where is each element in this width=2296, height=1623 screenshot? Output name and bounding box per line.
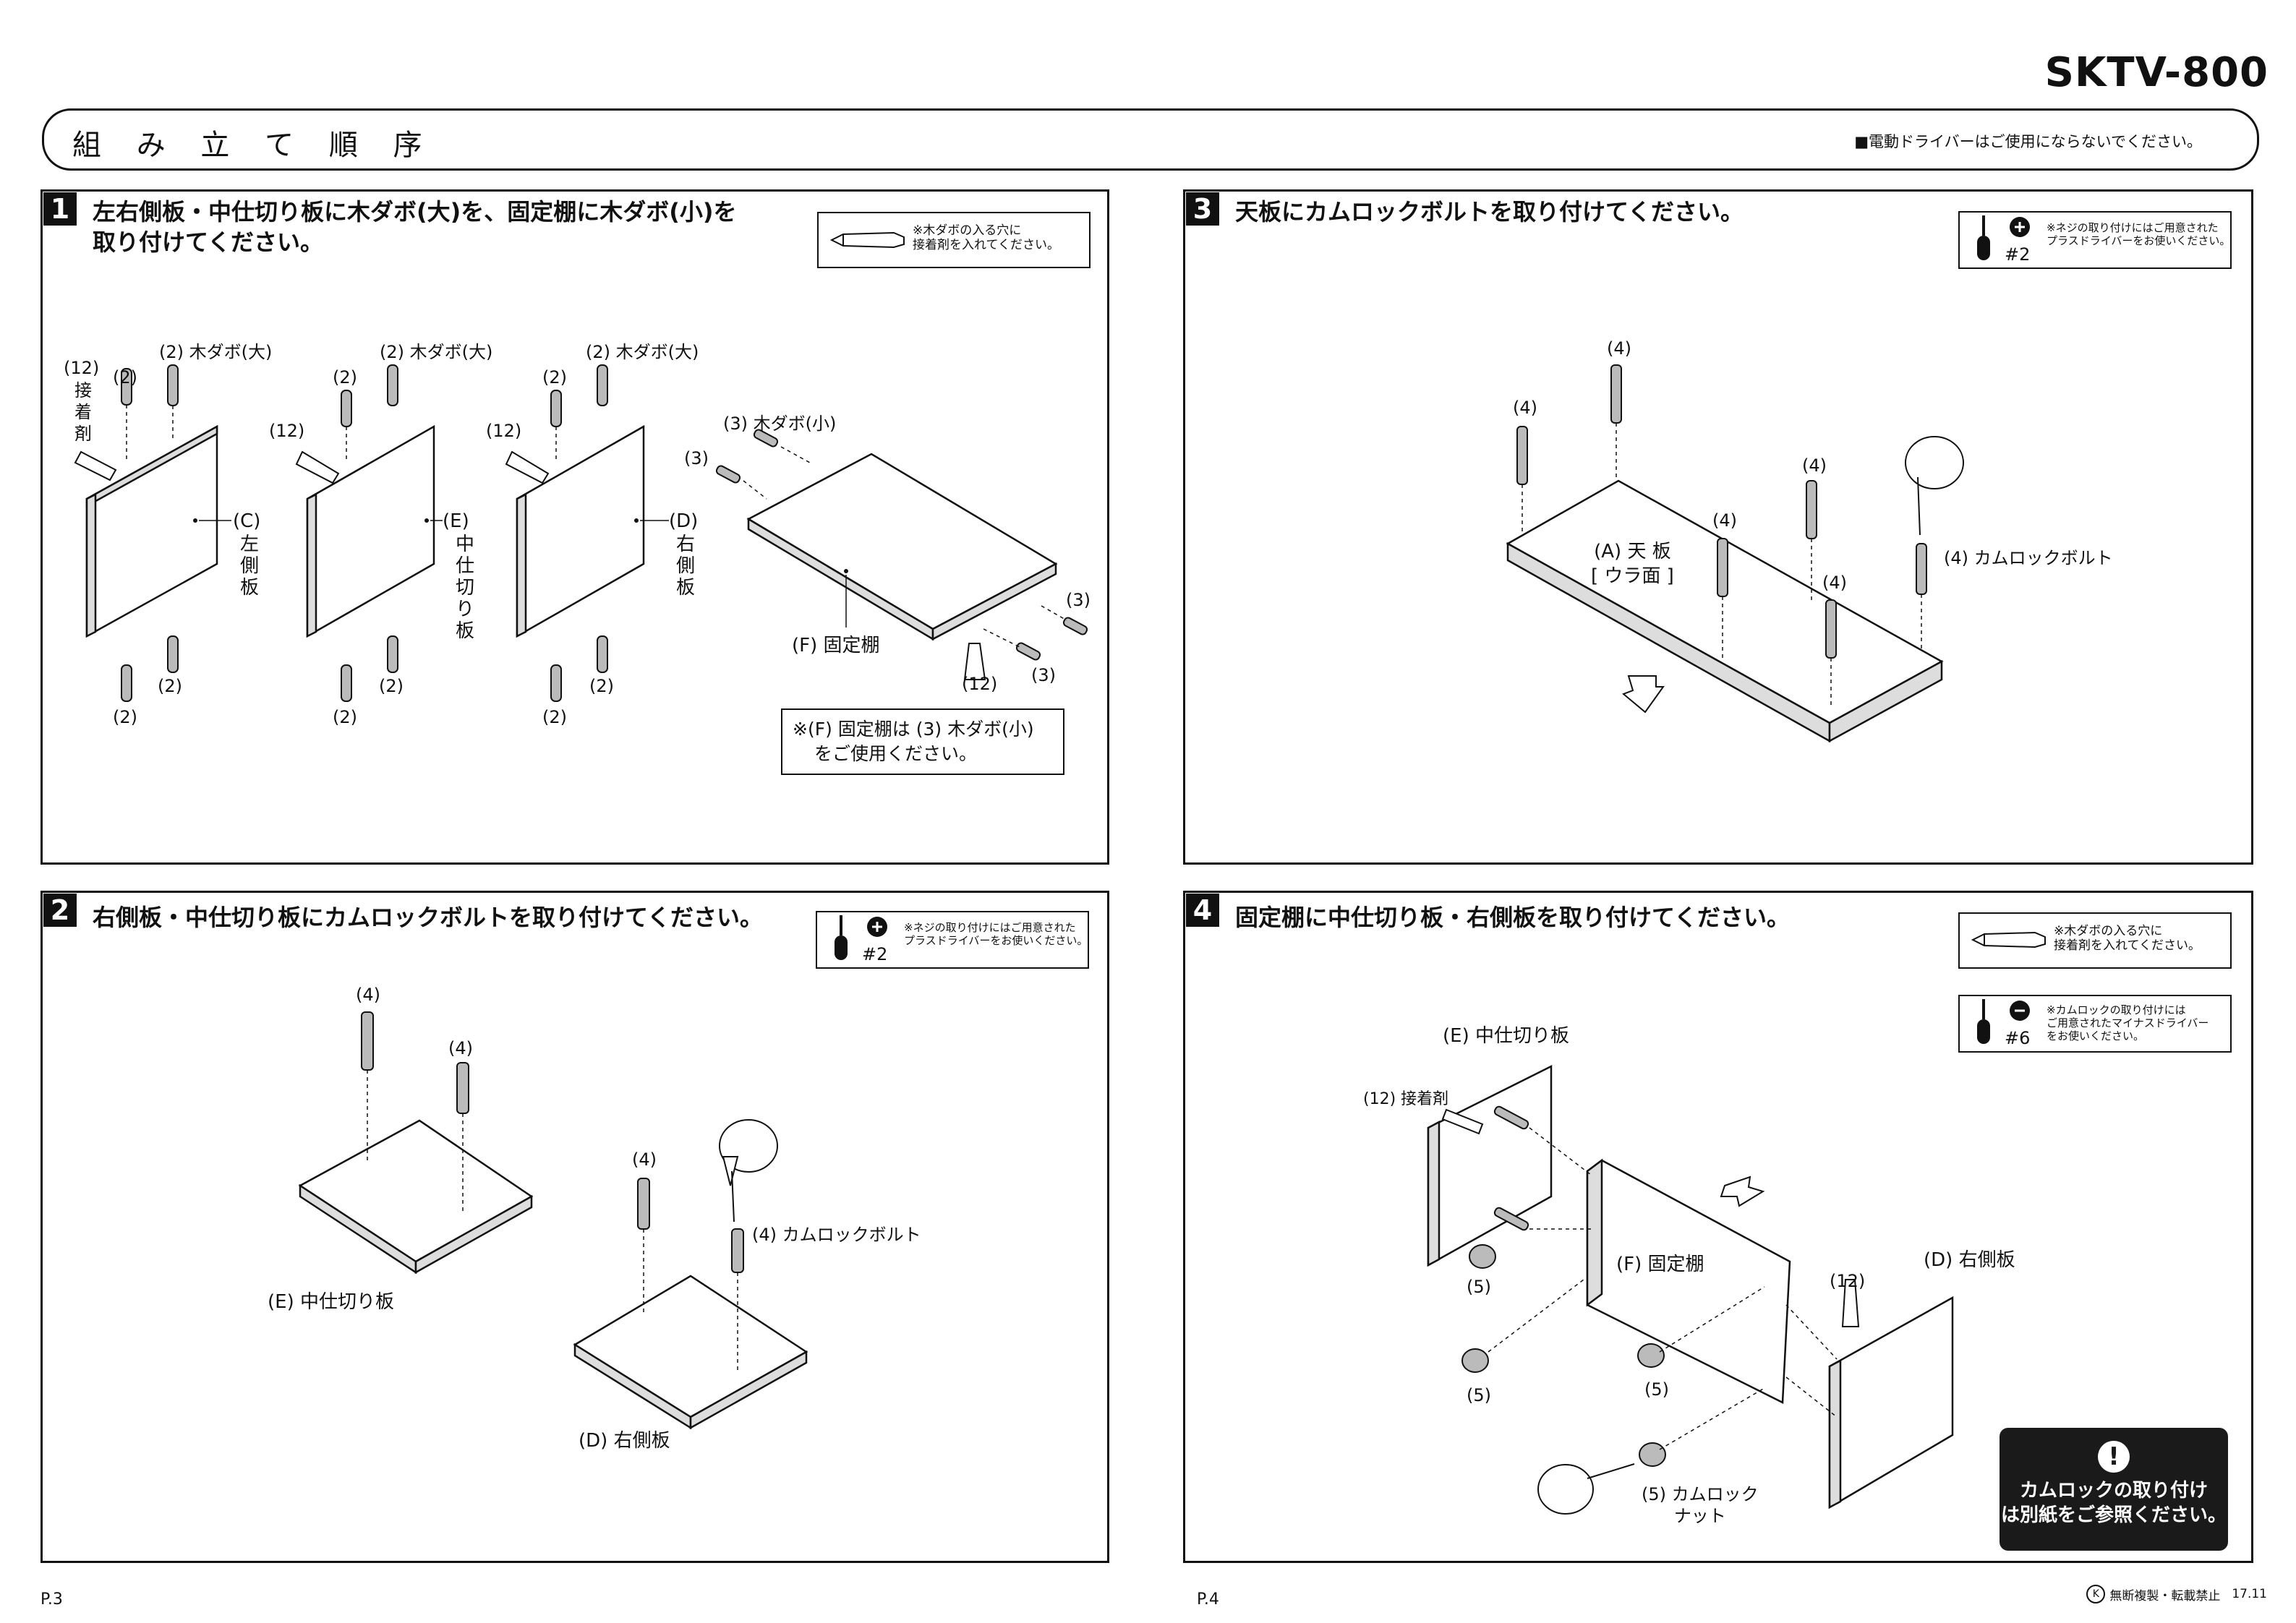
dowel-small-ref-label: (3) bbox=[1031, 665, 1056, 685]
step-3-number: 3 bbox=[1186, 192, 1219, 226]
step-2-title: 右側板・中仕切り板にカムロックボルトを取り付けてください。 bbox=[93, 904, 764, 931]
panel-d-name: 右側板 bbox=[675, 534, 695, 599]
step-4-number: 4 bbox=[1186, 894, 1219, 927]
top-board-label: (A) 天 板[ ウラ面 ] bbox=[1591, 541, 1674, 587]
cam-nut-ref-label: (5) bbox=[1467, 1277, 1491, 1297]
page-number-left: P.3 bbox=[40, 1590, 63, 1609]
bolt-ref-label: (4) bbox=[1513, 398, 1537, 418]
dowel-ref-label: (2) bbox=[542, 707, 567, 727]
screw-driver-note: ※ネジの取り付けにはご用意された プラスドライバーをお使いください。 bbox=[816, 911, 1089, 969]
dowel-small-label: (3) 木ダボ(小) bbox=[723, 414, 837, 434]
small-dowel-callout: ※(F) 固定棚は (3) 木ダボ(小)をご使用ください。 bbox=[781, 708, 1064, 775]
cam-bolt-label: (4) カムロックボルト bbox=[752, 1225, 921, 1245]
bolt-ref-label: (4) bbox=[448, 1038, 473, 1058]
dowel-ref-label: (2) bbox=[113, 707, 137, 727]
cam-nut-ref-label: (5) bbox=[1467, 1385, 1491, 1405]
power-driver-warning: ■電動ドライバーはご使用にならないでください。 bbox=[1854, 133, 2202, 150]
panel-e-label: (E) bbox=[443, 510, 469, 532]
panel-e-label: (E) 中仕切り板 bbox=[1443, 1025, 1569, 1047]
plus-driver-icon bbox=[1977, 215, 2030, 260]
bolt-ref-label: (4) bbox=[632, 1149, 657, 1170]
driver-size-label: #2 bbox=[2005, 244, 2031, 265]
step-1-title: 左右側板・中仕切り板に木ダボ(大)を、固定棚に木ダボ(小)を取り付けてください。 bbox=[93, 198, 737, 256]
bolt-ref-label: (4) bbox=[1607, 338, 1631, 359]
cam-bolt-label: (4) カムロックボルト bbox=[1944, 548, 2113, 568]
cam-driver-note: ※カムロックの取り付けには ご用意されたマイナスドライバー をお使いください。 bbox=[1958, 995, 2232, 1053]
step-3-panel bbox=[1183, 189, 2253, 865]
dowel-ref-label: (2) bbox=[542, 367, 567, 387]
plus-driver-icon bbox=[835, 915, 887, 960]
step-1-panel bbox=[40, 189, 1109, 865]
shelf-f-label: (F) 固定棚 bbox=[792, 635, 880, 656]
exclamation-icon: ! bbox=[2098, 1441, 2130, 1473]
step-4-panel bbox=[1183, 891, 2253, 1563]
dowel-big-label: (2) 木ダボ(大) bbox=[159, 342, 273, 362]
glue-tube-icon bbox=[1971, 931, 2046, 948]
panel-c-label: (C) bbox=[233, 510, 261, 532]
shelf-f-label: (F) 固定棚 bbox=[1616, 1254, 1704, 1275]
bolt-ref-label: (4) bbox=[356, 985, 380, 1005]
glue-ref-label: (12) bbox=[269, 421, 305, 441]
glue-ref-label: (12) bbox=[486, 421, 522, 441]
cam-nut-ref-label: (5) bbox=[1644, 1379, 1669, 1400]
page-number-right: P.4 bbox=[1197, 1590, 1219, 1609]
dowel-small-ref-label: (3) bbox=[684, 448, 709, 468]
minus-driver-icon bbox=[1977, 999, 2030, 1044]
section-title: 組 み 立 て 順 序 bbox=[72, 129, 435, 162]
dowel-ref-label: (2) bbox=[379, 676, 404, 696]
panel-d-label: (D) bbox=[669, 510, 699, 532]
k-mark-icon: K bbox=[2086, 1585, 2106, 1603]
model-number: SKTV-800 bbox=[2044, 49, 2269, 96]
glue-label: 接着剤 bbox=[74, 380, 92, 444]
glue-ref-label: (12) bbox=[962, 674, 998, 694]
panel-e-label: (E) 中仕切り板 bbox=[268, 1291, 394, 1313]
step-2-number: 2 bbox=[43, 894, 77, 927]
glue-tube-icon bbox=[829, 231, 905, 249]
dowel-ref-label: (2) bbox=[113, 367, 137, 387]
dowel-ref-label: (2) bbox=[333, 367, 357, 387]
dowel-big-label: (2) 木ダボ(大) bbox=[586, 342, 699, 362]
bolt-ref-label: (4) bbox=[1802, 455, 1827, 476]
dowel-big-label: (2) 木ダボ(大) bbox=[380, 342, 493, 362]
screw-driver-note: ※ネジの取り付けにはご用意された プラスドライバーをお使いください。 bbox=[1958, 211, 2232, 269]
section-header-bar bbox=[42, 108, 2259, 171]
glue-label: (12) 接着剤 bbox=[1363, 1090, 1449, 1108]
step-1-number: 1 bbox=[43, 192, 77, 226]
driver-size-label: #6 bbox=[2005, 1028, 2031, 1048]
cam-nut-label: (5) カムロックナット bbox=[1642, 1484, 1759, 1526]
cam-lock-warning-box: ! カムロックの取り付けは別紙をご参照ください。 bbox=[2000, 1428, 2228, 1551]
panel-d-label: (D) 右側板 bbox=[1924, 1249, 2015, 1271]
step-2-panel bbox=[40, 891, 1109, 1563]
driver-size-label: #2 bbox=[862, 944, 888, 964]
step-4-title: 固定棚に中仕切り板・右側板を取り付けてください。 bbox=[1235, 904, 1791, 931]
bolt-ref-label: (4) bbox=[1822, 573, 1847, 593]
dowel-ref-label: (2) bbox=[589, 676, 614, 696]
panel-e-name: 中仕切り板 bbox=[455, 534, 474, 642]
glue-note: ※木ダボの入る穴に 接着剤を入れてください。 bbox=[1958, 912, 2232, 969]
glue-ref-label: (12) bbox=[1830, 1271, 1866, 1291]
panel-c-name: 左側板 bbox=[239, 534, 259, 599]
dowel-ref-label: (2) bbox=[333, 707, 357, 727]
step-3-title: 天板にカムロックボルトを取り付けてください。 bbox=[1235, 198, 1744, 226]
glue-ref-label: (12) bbox=[64, 358, 100, 378]
dowel-small-ref-label: (3) bbox=[1066, 590, 1091, 610]
bolt-ref-label: (4) bbox=[1712, 510, 1737, 531]
panel-d-label: (D) 右側板 bbox=[579, 1430, 670, 1452]
dowel-ref-label: (2) bbox=[158, 676, 182, 696]
